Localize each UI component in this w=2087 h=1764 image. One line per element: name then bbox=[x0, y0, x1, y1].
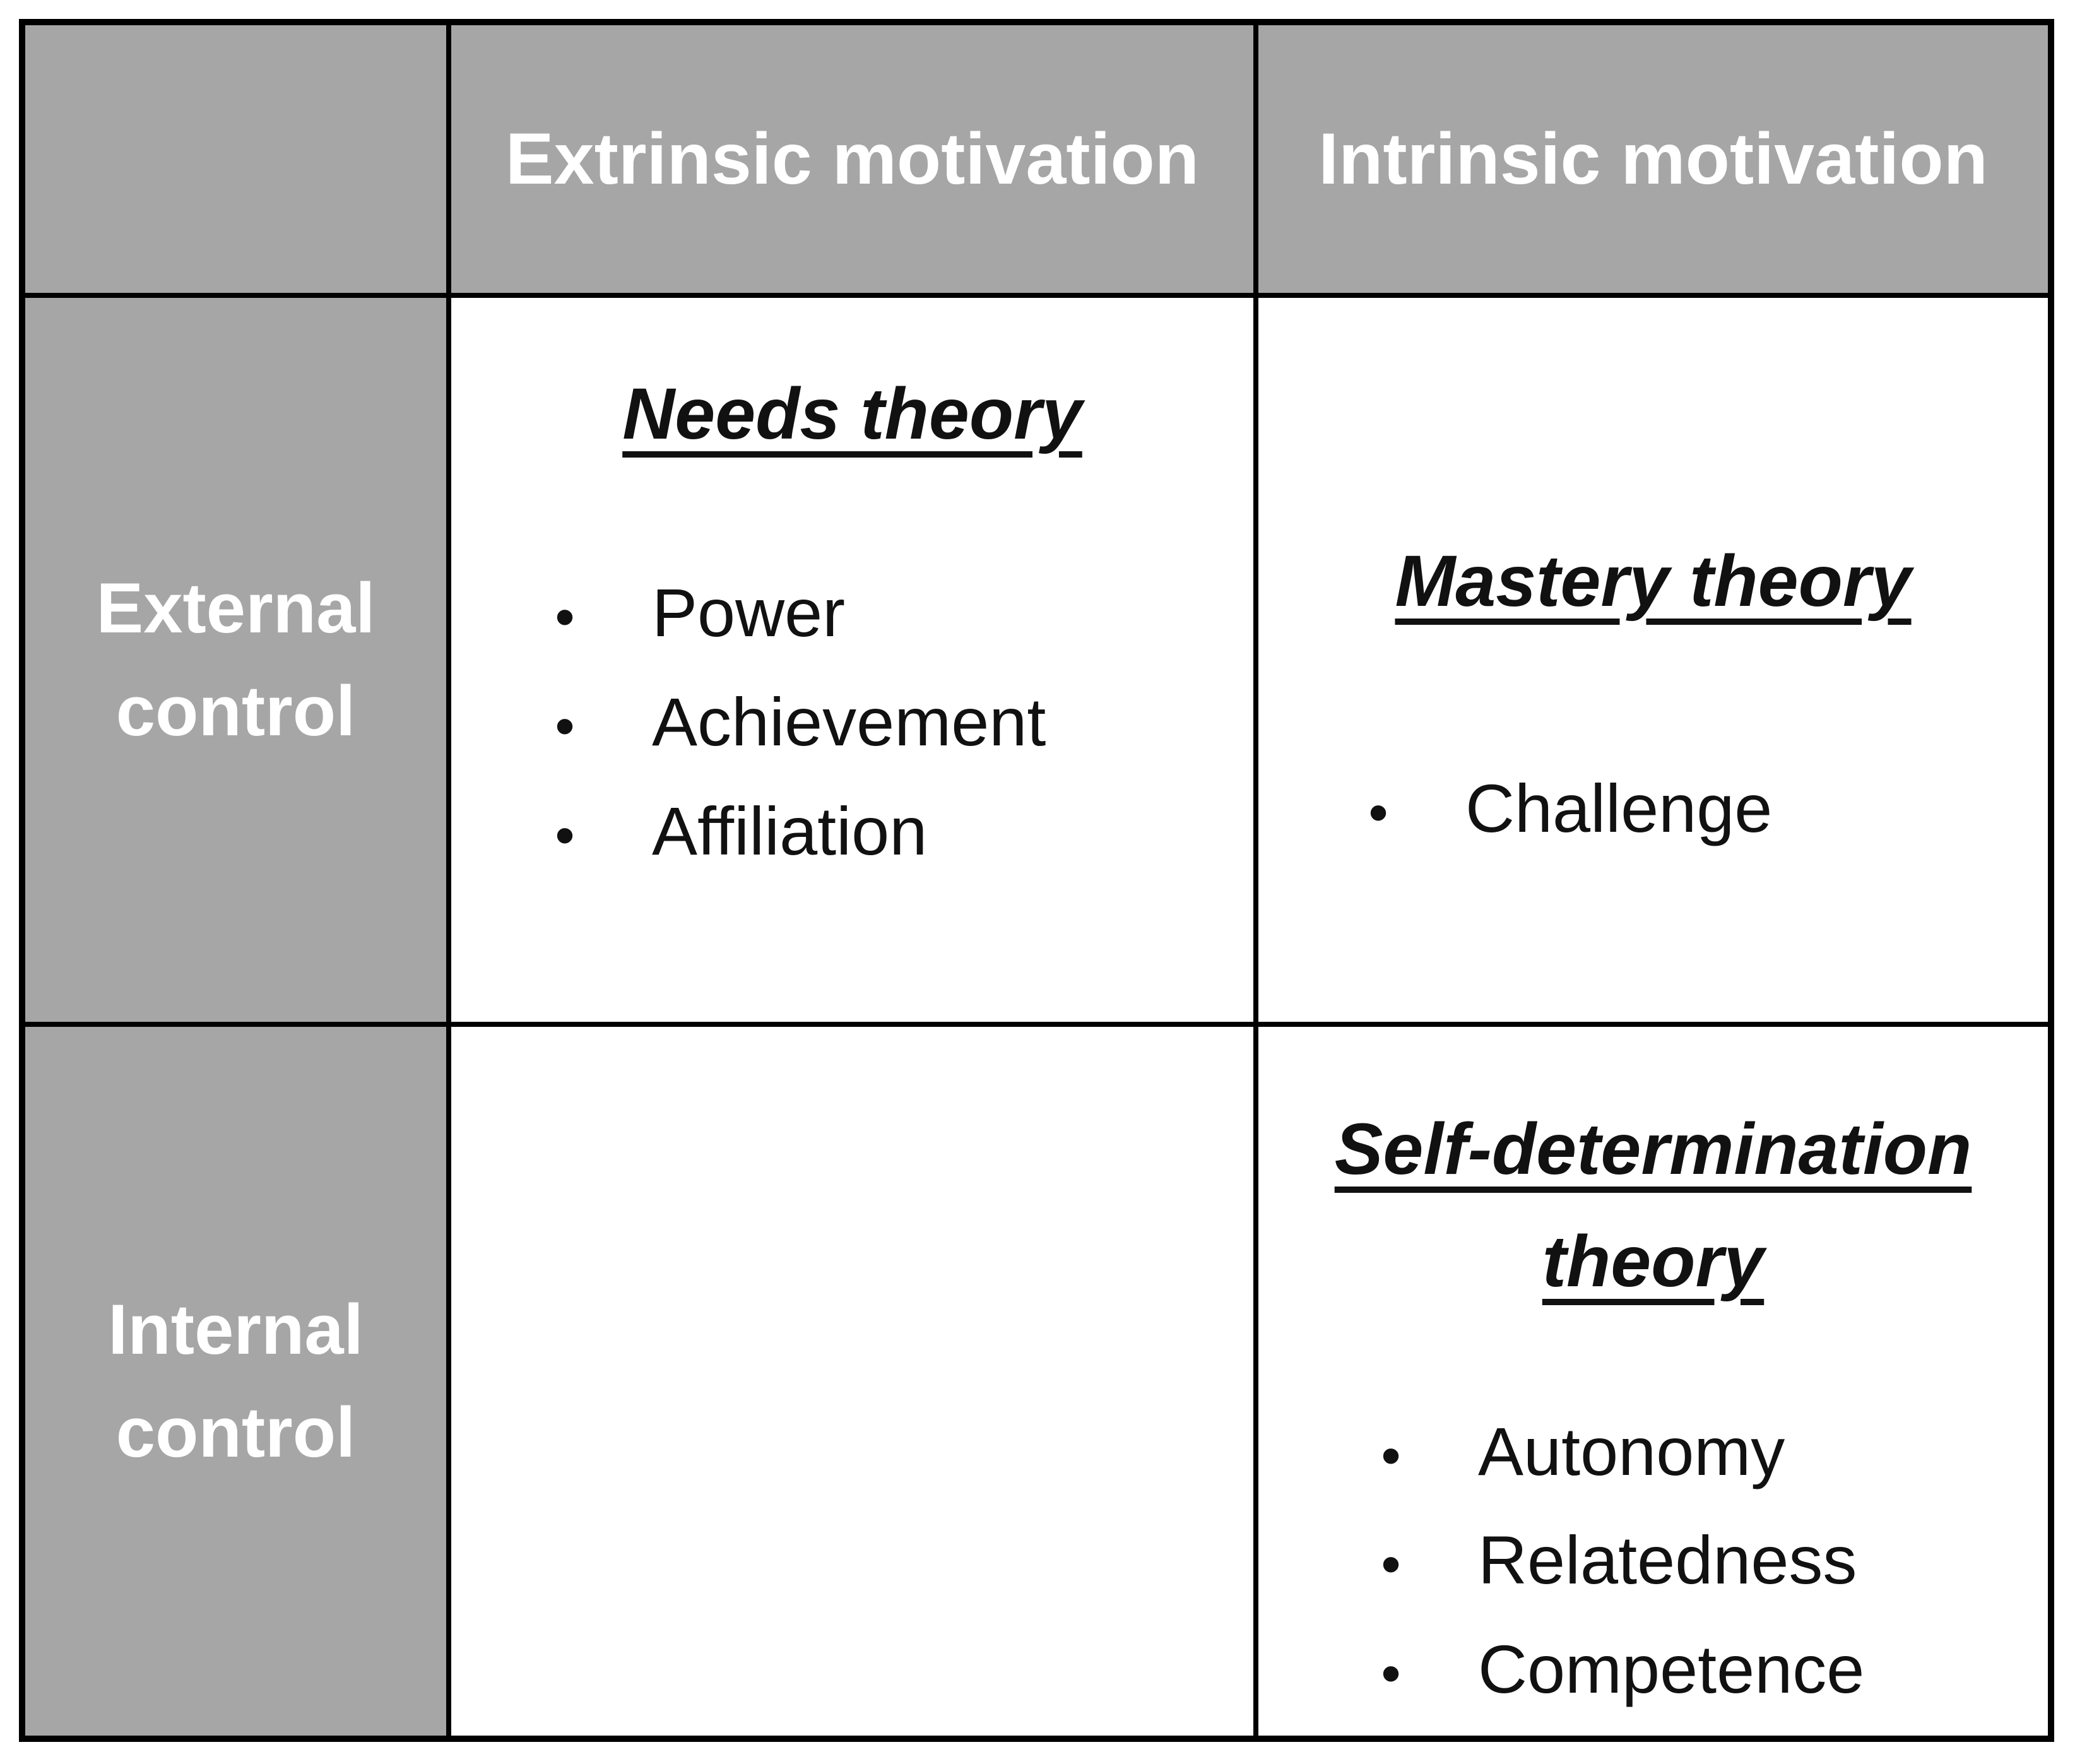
needs-theory-title: Needs theory bbox=[622, 374, 1082, 454]
cell-needs-theory: Needs theory • Power • Achievement • Affiliat… bbox=[451, 298, 1253, 1022]
bullet-icon: • bbox=[1368, 781, 1388, 845]
list-item-label: Challenge bbox=[1465, 770, 1773, 847]
self-determination-theory-bullet-list: • Autonomy • Relatedness • Competence bbox=[1258, 1397, 2048, 1724]
needs-theory-bullet-list: • Power • Achievement • Affiliation bbox=[451, 559, 1253, 885]
motivation-matrix-table: Extrinsic motivation Intrinsic motivatio… bbox=[19, 19, 2054, 1742]
column-header-label: Intrinsic motivation bbox=[1318, 118, 1988, 199]
mastery-theory-bullet-list: • Challenge bbox=[1258, 754, 2048, 863]
list-item-label: Power bbox=[652, 574, 846, 651]
column-header-extrinsic-motivation: Extrinsic motivation bbox=[451, 25, 1253, 293]
list-item-label: Affiliation bbox=[652, 792, 928, 869]
self-determination-theory-title: Self-determination theory bbox=[1334, 1109, 1972, 1303]
bullet-icon: • bbox=[555, 586, 575, 649]
list-item: • Autonomy bbox=[1372, 1397, 2048, 1507]
cell-empty bbox=[451, 1027, 1253, 1736]
list-item: • Competence bbox=[1372, 1615, 2048, 1724]
row-header-internal-control: Internal control bbox=[25, 1027, 446, 1736]
list-item-label: Relatedness bbox=[1478, 1522, 1857, 1599]
column-header-intrinsic-motivation: Intrinsic motivation bbox=[1258, 25, 2048, 293]
bullet-icon: • bbox=[555, 695, 575, 759]
bullet-icon: • bbox=[1381, 1424, 1401, 1488]
list-item: • Power bbox=[546, 559, 1253, 668]
row-header-label: Internal control bbox=[108, 1290, 364, 1472]
corner-cell bbox=[25, 25, 446, 293]
column-header-label: Extrinsic motivation bbox=[505, 118, 1200, 199]
mastery-theory-title: Mastery theory bbox=[1395, 541, 1912, 622]
list-item-label: Autonomy bbox=[1478, 1412, 1785, 1489]
row-header-external-control: External control bbox=[25, 298, 446, 1022]
cell-self-determination-theory: Self-determination theory • Autonomy • Rela… bbox=[1258, 1027, 2048, 1736]
bullet-icon: • bbox=[555, 803, 575, 867]
bullet-icon: • bbox=[1381, 1533, 1401, 1597]
list-item: • Relatedness bbox=[1372, 1506, 2048, 1615]
list-item-label: Achievement bbox=[652, 684, 1046, 761]
list-item-label: Competence bbox=[1478, 1631, 1865, 1708]
list-item: • Achievement bbox=[546, 668, 1253, 777]
bullet-icon: • bbox=[1381, 1642, 1401, 1706]
list-item: • Affiliation bbox=[546, 777, 1253, 886]
row-header-label: External control bbox=[96, 569, 375, 750]
list-item: • Challenge bbox=[1359, 754, 2048, 863]
cell-mastery-theory: Mastery theory • Challenge bbox=[1258, 298, 2048, 1022]
